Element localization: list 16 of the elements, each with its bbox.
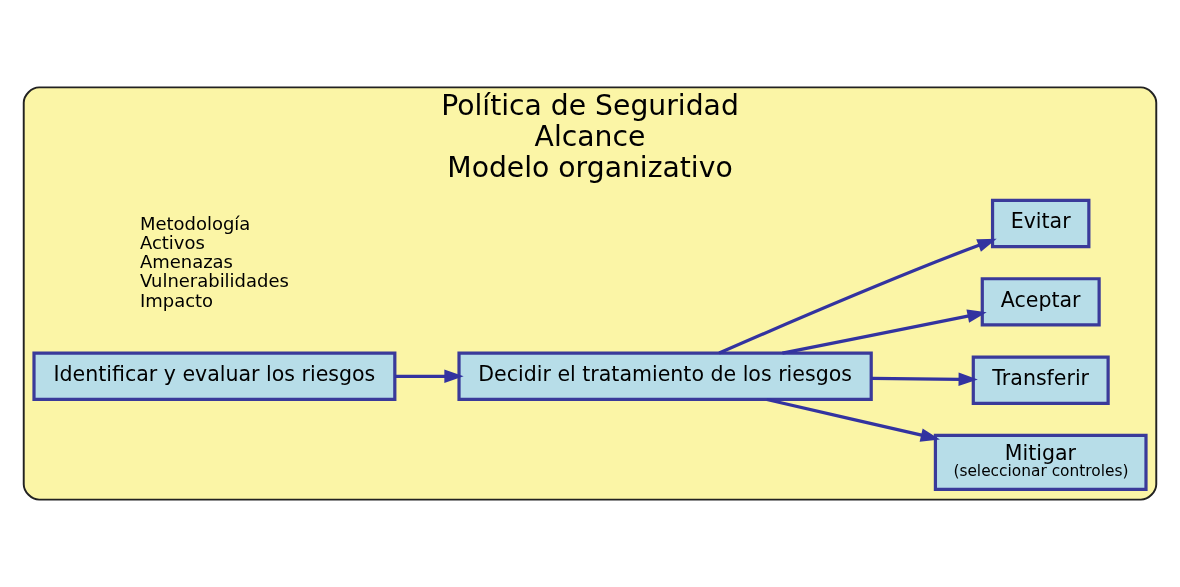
node-box: Mitigar (seleccionar controles) [933, 433, 1148, 491]
arrow [766, 397, 940, 442]
node-label: Metodología [139, 212, 251, 234]
node-box: Identificar y evaluar los riesgos [32, 351, 397, 402]
arrow [871, 372, 978, 387]
node-box: Transferir [971, 355, 1110, 405]
arrow [395, 369, 464, 384]
node-label: Activos [139, 231, 205, 253]
node-box: Aceptar [980, 277, 1101, 327]
arrow [782, 309, 987, 355]
node-box: Decidir el tratamiento de los riesgos [457, 351, 873, 402]
node-label: Vulnerabilidades [139, 270, 289, 292]
node-box: Evitar [990, 198, 1091, 249]
node-label: Amenazas [139, 251, 233, 273]
arrow [718, 238, 997, 355]
node-label: Impacto [139, 289, 214, 311]
